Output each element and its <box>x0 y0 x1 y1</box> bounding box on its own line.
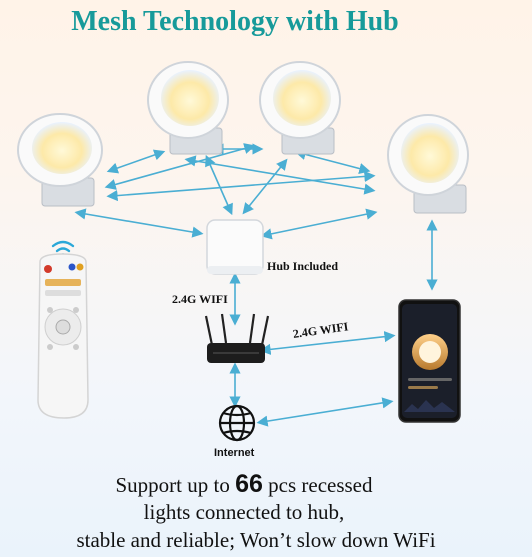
support-line-2: lights connected to hub, <box>143 500 345 524</box>
hub-label: Hub Included <box>267 259 339 273</box>
recessed-light-icon <box>259 61 341 155</box>
support-suffix: pcs recessed <box>262 473 373 497</box>
smartphone-icon <box>398 299 461 423</box>
page-title: Mesh Technology with Hub <box>71 6 399 37</box>
max-lights-count: 66 <box>235 470 263 498</box>
support-prefix: Support up to <box>115 473 236 497</box>
recessed-light-icon <box>147 61 229 155</box>
internet-label: Internet <box>214 447 255 459</box>
remote-icon <box>37 240 89 419</box>
support-line-1: Support up to 66 pcs recessed <box>0 470 510 499</box>
recessed-light-icon <box>387 114 469 214</box>
router-wifi-label: 2.4G WIFI <box>172 292 228 306</box>
recessed-light-icon <box>17 113 103 207</box>
support-line-3: stable and reliable; Won’t slow down WiF… <box>76 528 436 552</box>
router-icon <box>204 313 270 363</box>
globe-icon <box>218 404 256 442</box>
hub-icon <box>206 219 264 275</box>
connection-arrows <box>74 143 438 427</box>
